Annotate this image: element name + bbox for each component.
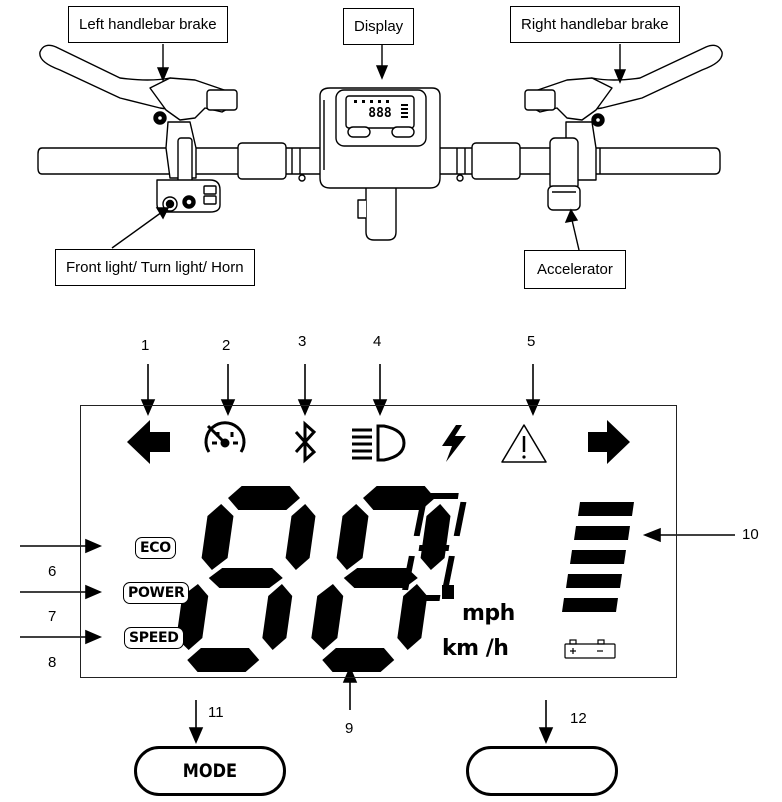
mode-button-label: MODE — [182, 760, 238, 782]
label-1: 1 — [141, 337, 150, 354]
power-mode-badge: POWER — [123, 582, 190, 604]
lcd-display-panel — [80, 405, 677, 678]
speed-digit-decimal — [402, 493, 467, 601]
left-arrow-icon — [127, 420, 170, 464]
eco-mode-badge: ECO — [135, 537, 176, 559]
label-10: 10 — [742, 526, 759, 543]
bluetooth-icon — [294, 420, 317, 464]
label-3: 3 — [298, 333, 307, 350]
label-11: 11 — [208, 704, 224, 721]
label-9: 9 — [345, 720, 354, 737]
lightning-icon — [442, 425, 466, 462]
power-button[interactable] — [466, 746, 618, 796]
battery-bar — [562, 598, 618, 612]
callout-arrows — [111, 42, 627, 251]
warning-icon — [501, 424, 547, 463]
speedometer-icon — [204, 421, 246, 453]
unit-kmh: km /h — [442, 636, 509, 661]
label-5: 5 — [527, 333, 536, 350]
callout-right-brake: Right handlebar brake — [510, 6, 680, 43]
handlebar-illustration — [37, 44, 723, 241]
headlight-icon — [352, 424, 406, 462]
right-arrow-icon — [588, 420, 630, 464]
callout-display: Display — [343, 8, 415, 45]
speed-mode-badge: SPEED — [124, 627, 184, 649]
label-8: 8 — [48, 654, 57, 671]
mode-button[interactable]: MODE — [134, 746, 286, 796]
lcd-pointer-arrows — [20, 364, 735, 745]
callout-front-light: Front light/ Turn light/ Horn — [55, 249, 255, 286]
mini-display-bars-icon — [354, 100, 408, 118]
battery-bar — [574, 526, 630, 540]
label-4: 4 — [373, 333, 382, 350]
callout-left-brake: Left handlebar brake — [68, 6, 228, 43]
label-6: 6 — [48, 563, 57, 580]
unit-mph: mph — [462, 601, 515, 626]
label-7: 7 — [48, 608, 57, 625]
label-2: 2 — [222, 337, 231, 354]
battery-icon — [564, 639, 616, 659]
battery-level-bars — [562, 502, 634, 612]
battery-bar — [570, 550, 626, 564]
battery-bar — [578, 502, 634, 516]
label-12: 12 — [570, 710, 587, 727]
mini-display-digits: 888 — [368, 106, 392, 121]
callout-accelerator: Accelerator — [524, 250, 626, 289]
speed-digit-2 — [311, 486, 451, 672]
battery-bar — [566, 574, 622, 588]
